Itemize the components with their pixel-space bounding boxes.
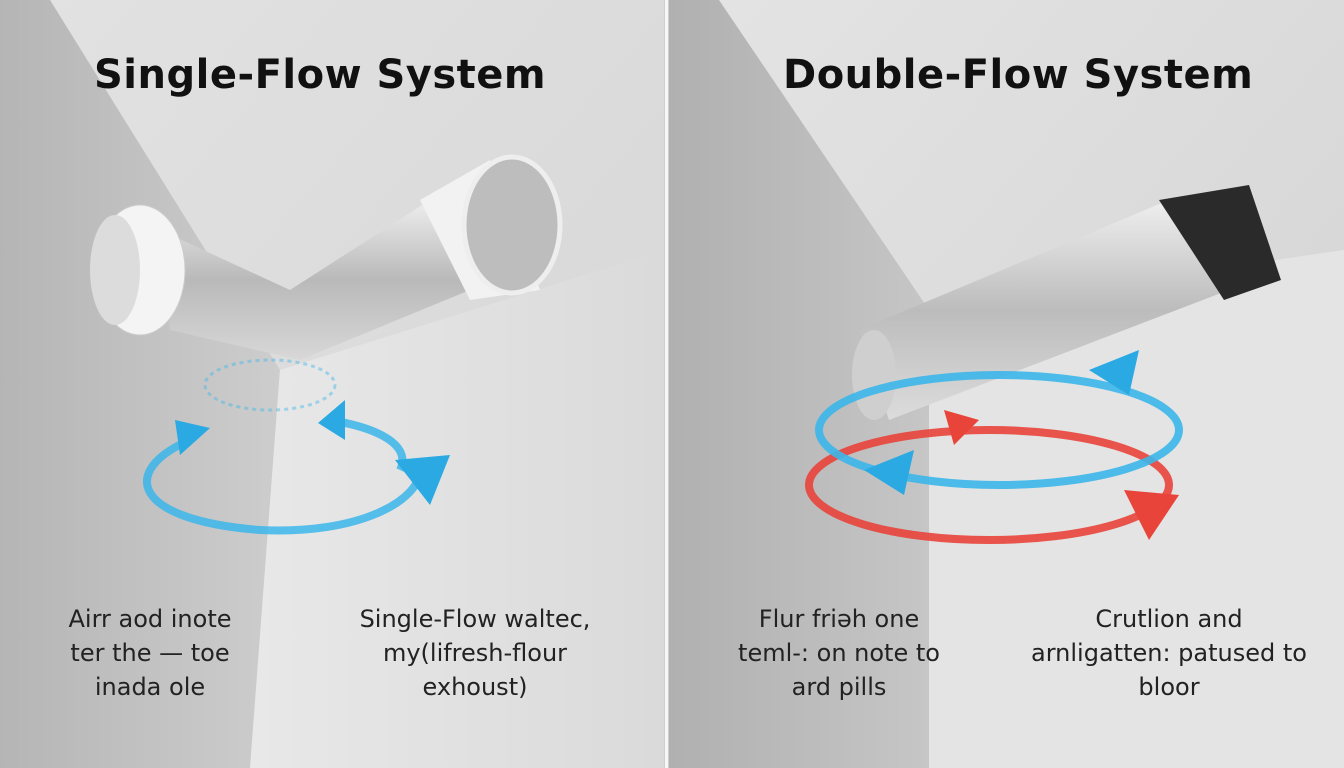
duct-icon bbox=[90, 154, 563, 360]
caption-line: my(lifresh-flour bbox=[382, 639, 568, 667]
double-flow-illustration bbox=[669, 0, 1344, 768]
double-flow-panel: Double-Flow System Flur friəh one teml-:… bbox=[669, 0, 1344, 768]
caption-line: arnligatten: patused to bbox=[1031, 639, 1307, 667]
single-flow-panel: Single-Flow System Airr aod inote ter th… bbox=[0, 0, 664, 768]
caption-line: Airr aod inote bbox=[68, 605, 232, 633]
double-flow-caption-right: Crutlion and arnligatten: patused to blo… bbox=[1009, 602, 1329, 704]
caption-line: inada ole bbox=[94, 673, 206, 701]
arrowhead-icon bbox=[864, 350, 1179, 540]
double-flow-caption-left: Flur friəh one teml-: on note to ard pil… bbox=[709, 602, 969, 704]
caption-line: teml-: on note to bbox=[738, 639, 940, 667]
single-flow-caption-right: Single-Flow waltec, my(lifresh-flour exh… bbox=[340, 602, 610, 704]
caption-line: ter the — toe bbox=[70, 639, 230, 667]
single-flow-title: Single-Flow System bbox=[94, 52, 547, 98]
panel-divider bbox=[664, 0, 669, 768]
caption-line: Crutlion and bbox=[1095, 605, 1243, 633]
airflow-arrows bbox=[805, 371, 1183, 544]
caption-line: Flur friəh one bbox=[758, 605, 920, 633]
caption-line: bloor bbox=[1138, 673, 1200, 701]
caption-line: exhoust) bbox=[422, 673, 528, 701]
arrowhead-icon bbox=[175, 400, 450, 505]
caption-line: ard pills bbox=[791, 673, 887, 701]
single-flow-illustration bbox=[0, 0, 664, 768]
caption-line: Single-Flow waltec, bbox=[359, 605, 591, 633]
double-flow-title: Double-Flow System bbox=[783, 52, 1254, 98]
duct-icon bbox=[852, 185, 1281, 420]
single-flow-caption-left: Airr aod inote ter the — toe inada ole bbox=[50, 602, 250, 704]
